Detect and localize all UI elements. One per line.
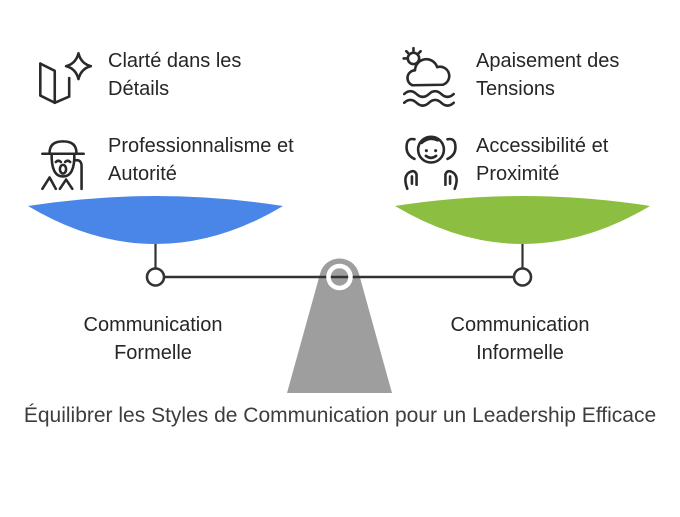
left-pan-label: Communication Formelle <box>83 314 223 364</box>
feature-label: Clarté dans les Détails <box>108 50 242 100</box>
diagram-title: Équilibrer les Styles de Communication p… <box>23 404 657 427</box>
fulcrum <box>287 258 392 393</box>
map-sparkle-icon <box>30 44 96 110</box>
calm-sea-icon <box>398 44 464 110</box>
right-pan-label: Communication Informelle <box>450 314 590 364</box>
left-beam-joint <box>145 267 166 287</box>
right-pan <box>395 196 650 244</box>
child-in-hands-icon <box>398 129 464 195</box>
left-pan <box>28 196 283 244</box>
person-hat-icon <box>30 129 96 195</box>
right-beam-joint <box>512 267 533 287</box>
feature-clarity: Clarté dans les Détails <box>30 44 280 110</box>
feature-label: Apaisement des Tensions <box>476 50 620 100</box>
feature-accessibilite: Accessibilité et Proximité <box>398 129 656 195</box>
feature-professionnalisme: Professionnalisme et Autorité <box>30 129 304 195</box>
fulcrum-pivot-ring <box>326 263 353 291</box>
feature-label: Accessibilité et Proximité <box>476 135 609 185</box>
feature-apaisement: Apaisement des Tensions <box>398 44 656 110</box>
feature-label: Professionnalisme et Autorité <box>108 135 294 185</box>
